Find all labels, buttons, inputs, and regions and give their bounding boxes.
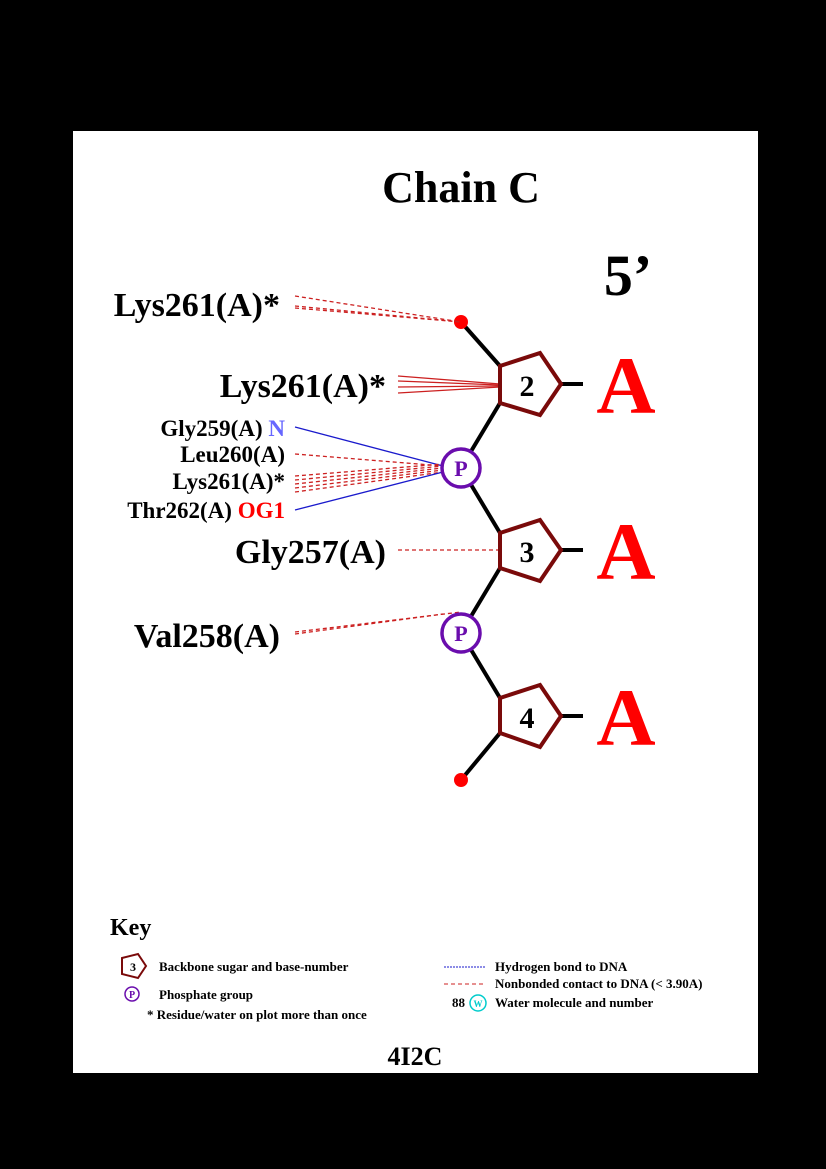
pdb-id: 4I2C <box>388 1042 443 1071</box>
contact-label: Val258(A) <box>134 618 280 655</box>
key-sugar-text: Backbone sugar and base-number <box>159 959 349 974</box>
chain-title: Chain C <box>382 163 540 212</box>
key-phosphate-text: Phosphate group <box>159 987 253 1002</box>
base-letter: A <box>596 340 655 431</box>
contact-label: Lys261(A)* <box>173 469 285 494</box>
phosphate-symbol: P <box>454 621 467 646</box>
key-title: Key <box>110 915 151 941</box>
contact-lines <box>294 295 501 635</box>
sugar-2: 2 <box>498 350 564 418</box>
key-sugar-number: 3 <box>130 960 136 974</box>
key-multi-text: * Residue/water on plot more than once <box>147 1007 367 1022</box>
base-letter: A <box>596 506 655 597</box>
key: Key 3 Backbone sugar and base-number P P… <box>110 915 702 1022</box>
three-prime-end-dot <box>454 773 468 787</box>
phosphate-2: P <box>440 612 482 654</box>
contact-residue: Thr262(A) <box>127 498 232 523</box>
contact-atom: N <box>268 416 285 441</box>
key-hbond-text: Hydrogen bond to DNA <box>495 959 628 974</box>
residue-number: 2 <box>520 370 535 403</box>
contact-residue: Gly259(A) <box>160 416 262 441</box>
diagram-panel <box>73 131 758 1073</box>
phosphate-1: P <box>440 447 482 489</box>
key-water-number: 88 <box>452 995 466 1010</box>
contact-label: Leu260(A) <box>180 442 285 467</box>
contact-label-with-atom: Gly259(A) N <box>160 416 285 441</box>
residue-number: 4 <box>520 702 535 735</box>
key-water-text: Water molecule and number <box>495 995 654 1010</box>
contact-label: Lys261(A)* <box>114 287 280 324</box>
residue-number: 3 <box>520 536 535 569</box>
key-nonbonded-text: Nonbonded contact to DNA (< 3.90A) <box>495 976 702 991</box>
contact-label-with-atom: Thr262(A) OG1 <box>127 498 285 523</box>
key-phosphate-symbol: P <box>129 990 135 1001</box>
sugar-3: 3 <box>498 517 564 584</box>
phosphate-symbol: P <box>454 456 467 481</box>
contact-label: Lys261(A)* <box>220 368 386 405</box>
five-prime-label: 5’ <box>604 243 652 308</box>
key-water-symbol: W <box>474 999 483 1009</box>
base-letter: A <box>596 672 655 763</box>
sugar-4: 4 <box>498 682 564 750</box>
contact-label: Gly257(A) <box>235 534 386 571</box>
contact-atom: OG1 <box>238 498 285 523</box>
